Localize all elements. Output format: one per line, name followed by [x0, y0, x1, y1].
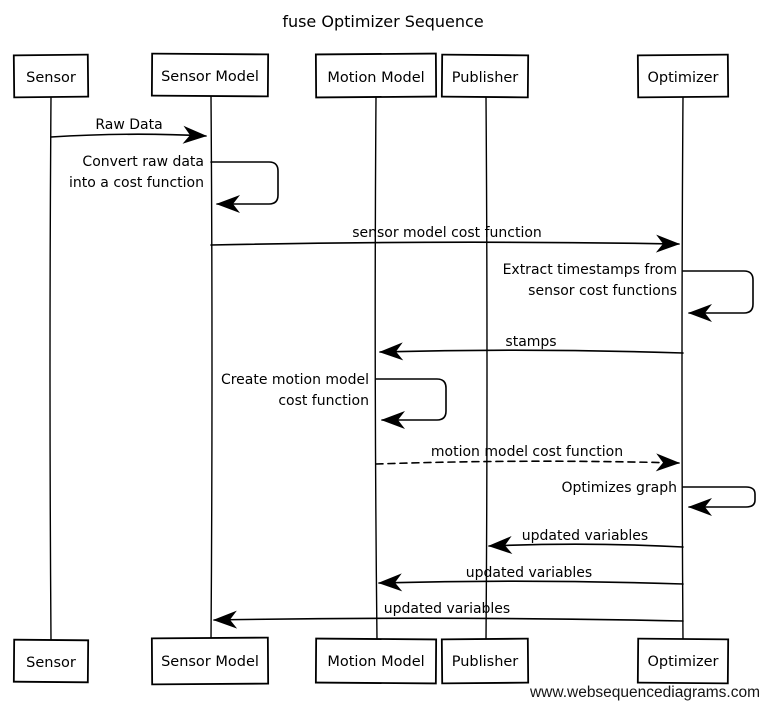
self-message-arc — [682, 486, 756, 516]
message-label: Optimizes graph — [562, 480, 678, 496]
message-arrow — [378, 573, 684, 592]
message-label-line1: Extract timestamps from — [503, 262, 677, 278]
self-message-arc — [682, 270, 754, 322]
participant-label: Publisher — [452, 654, 519, 670]
self-message-arc — [375, 378, 447, 429]
participant-label: Publisher — [452, 70, 519, 86]
participant-label: Optimizer — [648, 654, 719, 670]
message-updated-variables-sensor-model: updated variables — [213, 601, 684, 629]
self-message-arc — [210, 161, 279, 213]
message-motion-model-cost-function: motion model cost function — [375, 444, 680, 472]
message-label: stamps — [505, 334, 556, 350]
message-updated-variables-publisher: updated variables — [488, 528, 684, 555]
message-arrow — [379, 342, 684, 361]
lifeline-motion-model — [374, 96, 378, 641]
participant-label: Sensor — [26, 655, 76, 671]
message-label: updated variables — [522, 528, 648, 544]
participant-bottom-publisher: Publisher — [440, 637, 530, 685]
participant-box — [150, 52, 270, 98]
message-label-line2: cost function — [278, 393, 369, 409]
participant-label: Sensor — [26, 70, 76, 86]
diagram-title: fuse Optimizer Sequence — [282, 12, 483, 31]
self-message-extract-timestamps: Extract timestamps from sensor cost func… — [503, 262, 754, 322]
message-label: sensor model cost function — [352, 225, 542, 241]
message-label: motion model cost function — [431, 444, 623, 460]
participant-bottom-sensor-model: Sensor Model — [150, 636, 270, 686]
lifeline-publisher — [485, 96, 488, 641]
participant-top-sensor-model: Sensor Model — [150, 52, 270, 98]
participant-box — [150, 636, 270, 686]
message-label-line2: sensor cost functions — [528, 283, 677, 299]
message-label: Raw Data — [95, 117, 162, 133]
watermark: www.websequencediagrams.com — [529, 684, 760, 701]
participant-bottom-sensor: Sensor — [12, 638, 90, 684]
message-arrow — [213, 610, 684, 629]
participant-box — [636, 637, 730, 685]
participant-box — [314, 52, 438, 99]
self-message-convert-raw-data: Convert raw data into a cost function — [69, 154, 279, 213]
message-label-line1: Create motion model — [221, 372, 369, 388]
participant-label: Motion Model — [327, 654, 424, 670]
message-label: updated variables — [466, 565, 592, 581]
participant-top-sensor: Sensor — [12, 53, 90, 99]
participant-top-motion-model: Motion Model — [314, 52, 438, 99]
participant-top-optimizer: Optimizer — [636, 53, 730, 99]
message-arrow — [210, 234, 680, 253]
participant-label: Sensor Model — [161, 654, 259, 670]
message-arrow — [50, 125, 207, 144]
lifeline-sensor-model — [210, 95, 213, 641]
participant-label: Optimizer — [648, 70, 719, 86]
participant-bottom-optimizer: Optimizer — [636, 637, 730, 685]
lifeline-sensor — [49, 96, 52, 641]
message-arrow-dashed — [375, 453, 680, 472]
participant-box — [12, 638, 90, 684]
participant-box — [12, 53, 90, 99]
participant-box — [314, 637, 438, 685]
message-updated-variables-motion-model: updated variables — [378, 565, 684, 592]
message-sensor-model-cost-function: sensor model cost function — [210, 225, 680, 253]
lifeline-optimizer — [681, 96, 684, 641]
message-label-line2: into a cost function — [69, 175, 204, 191]
message-label: updated variables — [384, 601, 510, 617]
participant-box — [440, 637, 530, 685]
message-raw-data: Raw Data — [50, 117, 207, 144]
message-label-line1: Convert raw data — [82, 154, 204, 170]
participant-box — [636, 53, 730, 99]
participant-label: Sensor Model — [161, 69, 259, 85]
message-stamps: stamps — [379, 334, 684, 361]
self-message-create-motion-model: Create motion model cost function — [221, 372, 447, 429]
participant-label: Motion Model — [327, 70, 424, 86]
participant-top-publisher: Publisher — [440, 53, 530, 99]
participant-box — [440, 53, 530, 99]
participant-bottom-motion-model: Motion Model — [314, 637, 438, 685]
self-message-optimizes-graph: Optimizes graph — [562, 480, 756, 516]
message-arrow — [488, 536, 684, 555]
